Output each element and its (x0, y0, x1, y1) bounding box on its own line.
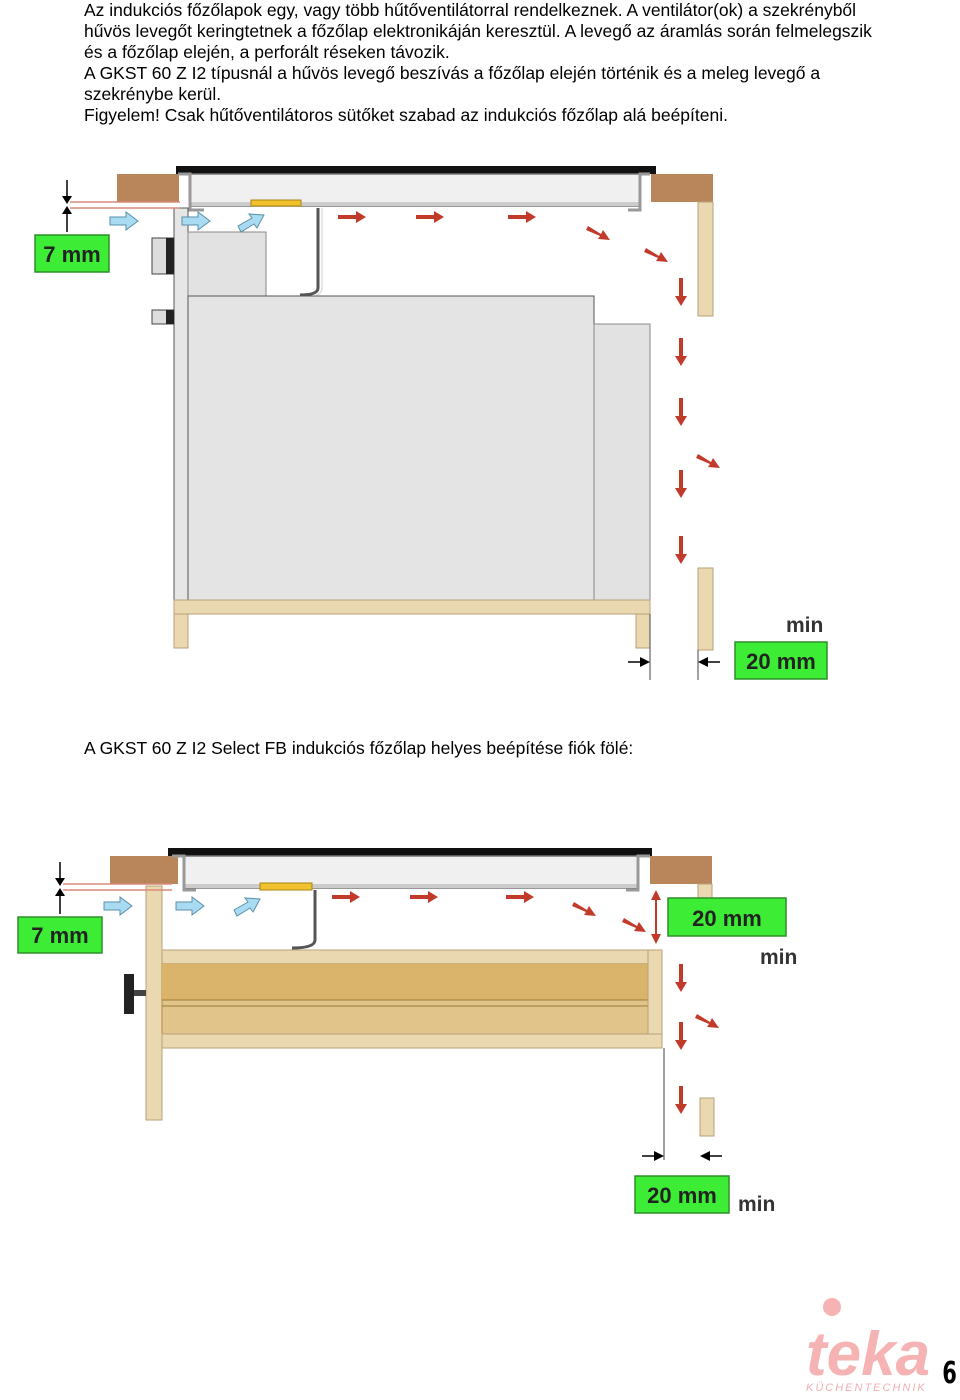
hob-body (183, 855, 639, 889)
warning-paragraph: Figyelem! Csak hűtőventilátoros sütőket … (84, 105, 728, 125)
gap-7mm-label (34, 234, 110, 273)
gap-7mm-label (17, 916, 103, 954)
page-number: 6 (942, 1356, 957, 1391)
gap-7mm-text: 7 mm (31, 923, 88, 948)
top-gap-20mm-label (667, 897, 787, 937)
gap-7mm-text: 7 mm (43, 242, 100, 267)
drawer-top-rail (161, 949, 663, 965)
cabinet-right-wall-lower (697, 567, 714, 651)
logo-subtext: KÜCHENTECHNIK (806, 1382, 927, 1394)
oven-front-panel (173, 207, 189, 601)
cooling-fan (259, 882, 313, 891)
cabinet-right-wall-upper (697, 201, 714, 317)
teka-logo: teka KÜCHENTECHNIK (804, 1295, 954, 1395)
drawer-bottom-rail (161, 1033, 663, 1049)
gkst-paragraph: A GKST 60 Z I2 típusnál a hűvös levegő b… (84, 63, 821, 104)
rear-gap-min-text: min (738, 1193, 775, 1216)
installation-diagram-drawer: 7 mm 20 mm min 20 mm min (17, 848, 797, 1216)
cabinet-shelf (173, 599, 651, 615)
countertop-right (650, 856, 712, 884)
warm-air-arrows-icon (332, 891, 719, 1114)
oven-body (187, 295, 595, 601)
rear-gap-20mm-label (634, 1175, 730, 1214)
top-gap-min-text: min (760, 946, 797, 969)
countertop-left (117, 174, 179, 202)
oven-rear (593, 323, 651, 601)
cooling-fan (250, 199, 302, 207)
drawer-caption: A GKST 60 Z I2 Select FB indukciós főzől… (84, 738, 634, 758)
rear-gap-20mm-text: 20 mm (647, 1183, 717, 1208)
cool-air-arrows-icon (109, 211, 265, 233)
hob-glass (176, 166, 656, 174)
installation-diagram-oven: 7 mm 20 mm min (34, 166, 828, 680)
hob-glass (168, 848, 652, 856)
cabinet-right-wall-lower (699, 1097, 715, 1137)
warm-air-arrows-icon (338, 211, 720, 564)
drawer-handle-icon (124, 974, 134, 1014)
power-cable (299, 208, 320, 297)
rear-gap-20mm-label (734, 641, 828, 680)
rear-gap-20mm-text: 20 mm (746, 649, 816, 674)
rear-gap-min-text: min (786, 614, 823, 637)
oven-control-box (187, 231, 267, 297)
teka-logo-icon: teka KÜCHENTECHNIK (806, 1298, 930, 1394)
countertop-right (651, 174, 713, 202)
cabinet-left-wall (145, 885, 163, 1121)
top-gap-20mm-text: 20 mm (692, 906, 762, 931)
logo-text: teka (806, 1320, 930, 1389)
countertop-left (110, 856, 178, 884)
intro-paragraph: Az indukciós főzőlapok egy, vagy több hű… (84, 0, 872, 62)
power-cable (291, 890, 317, 950)
cool-air-arrows-icon (103, 896, 261, 917)
